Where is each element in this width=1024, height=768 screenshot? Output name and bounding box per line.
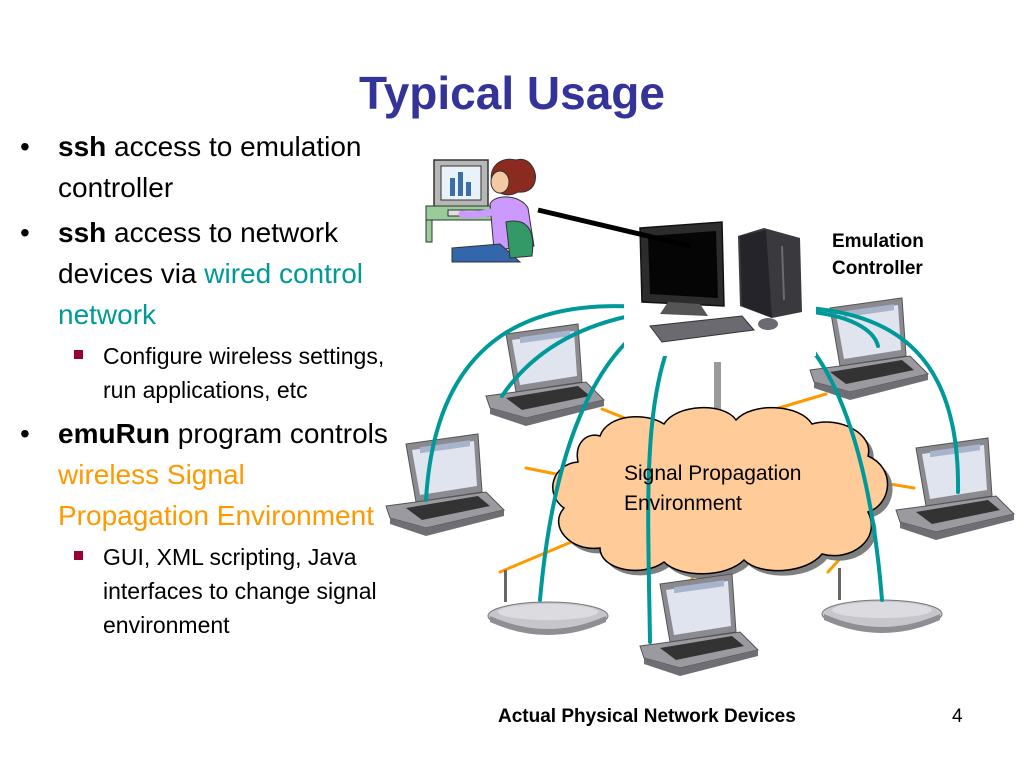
bullet-list: ssh access to emulation controller ssh a…: [18, 126, 398, 648]
controller-label: Emulation Controller: [832, 228, 924, 282]
desktop-computer-icon: [624, 221, 816, 356]
bullet-ssh-controller: ssh access to emulation controller: [18, 126, 398, 208]
bullet-keyword: emuRun: [58, 418, 170, 449]
bullet-keyword: ssh: [58, 217, 107, 248]
wireless-router-icon: [487, 569, 609, 636]
sub-bullet-configure: Configure wireless settings, run applica…: [18, 339, 398, 407]
laptop-icon: [385, 433, 505, 537]
wireless-link: [498, 538, 578, 574]
slide-title: Typical Usage: [359, 67, 665, 119]
cloud-label-line: Environment: [624, 492, 742, 515]
devices-label: Actual Physical Network Devices: [498, 706, 796, 727]
controller-stand: [714, 362, 721, 424]
bullet-emurun: emuRun program controls wireless Signal …: [18, 413, 398, 536]
ssh-connection-line: [537, 207, 691, 249]
laptop-icon: [485, 323, 605, 427]
bullet-text: program controls: [170, 418, 388, 449]
wireless-link: [770, 392, 828, 412]
signal-propagation-cloud: [552, 407, 893, 579]
bullet-keyword: ssh: [58, 131, 107, 162]
controller-label-line: Emulation: [832, 231, 924, 252]
bullet-ssh-devices: ssh access to network devices via wired …: [18, 212, 398, 335]
controller-label-line: Controller: [832, 258, 923, 279]
cloud-label: Signal Propagation Environment: [624, 459, 801, 519]
bullet-highlight-wired: wired control network: [58, 258, 364, 330]
page-number: 4: [952, 706, 963, 727]
laptop-icon: [639, 573, 759, 677]
bullet-text: access to emulation controller: [58, 131, 362, 203]
user-at-computer-icon: [425, 158, 536, 263]
wired-link: [424, 304, 642, 502]
bullet-text: access to network devices via: [58, 217, 339, 289]
wired-link: [788, 305, 961, 494]
cloud-label-line: Signal Propagation: [624, 462, 802, 485]
bullet-highlight-wireless: wireless Signal Propagation Environment: [58, 459, 374, 531]
sub-bullet-gui: GUI, XML scripting, Java interfaces to c…: [18, 540, 398, 642]
